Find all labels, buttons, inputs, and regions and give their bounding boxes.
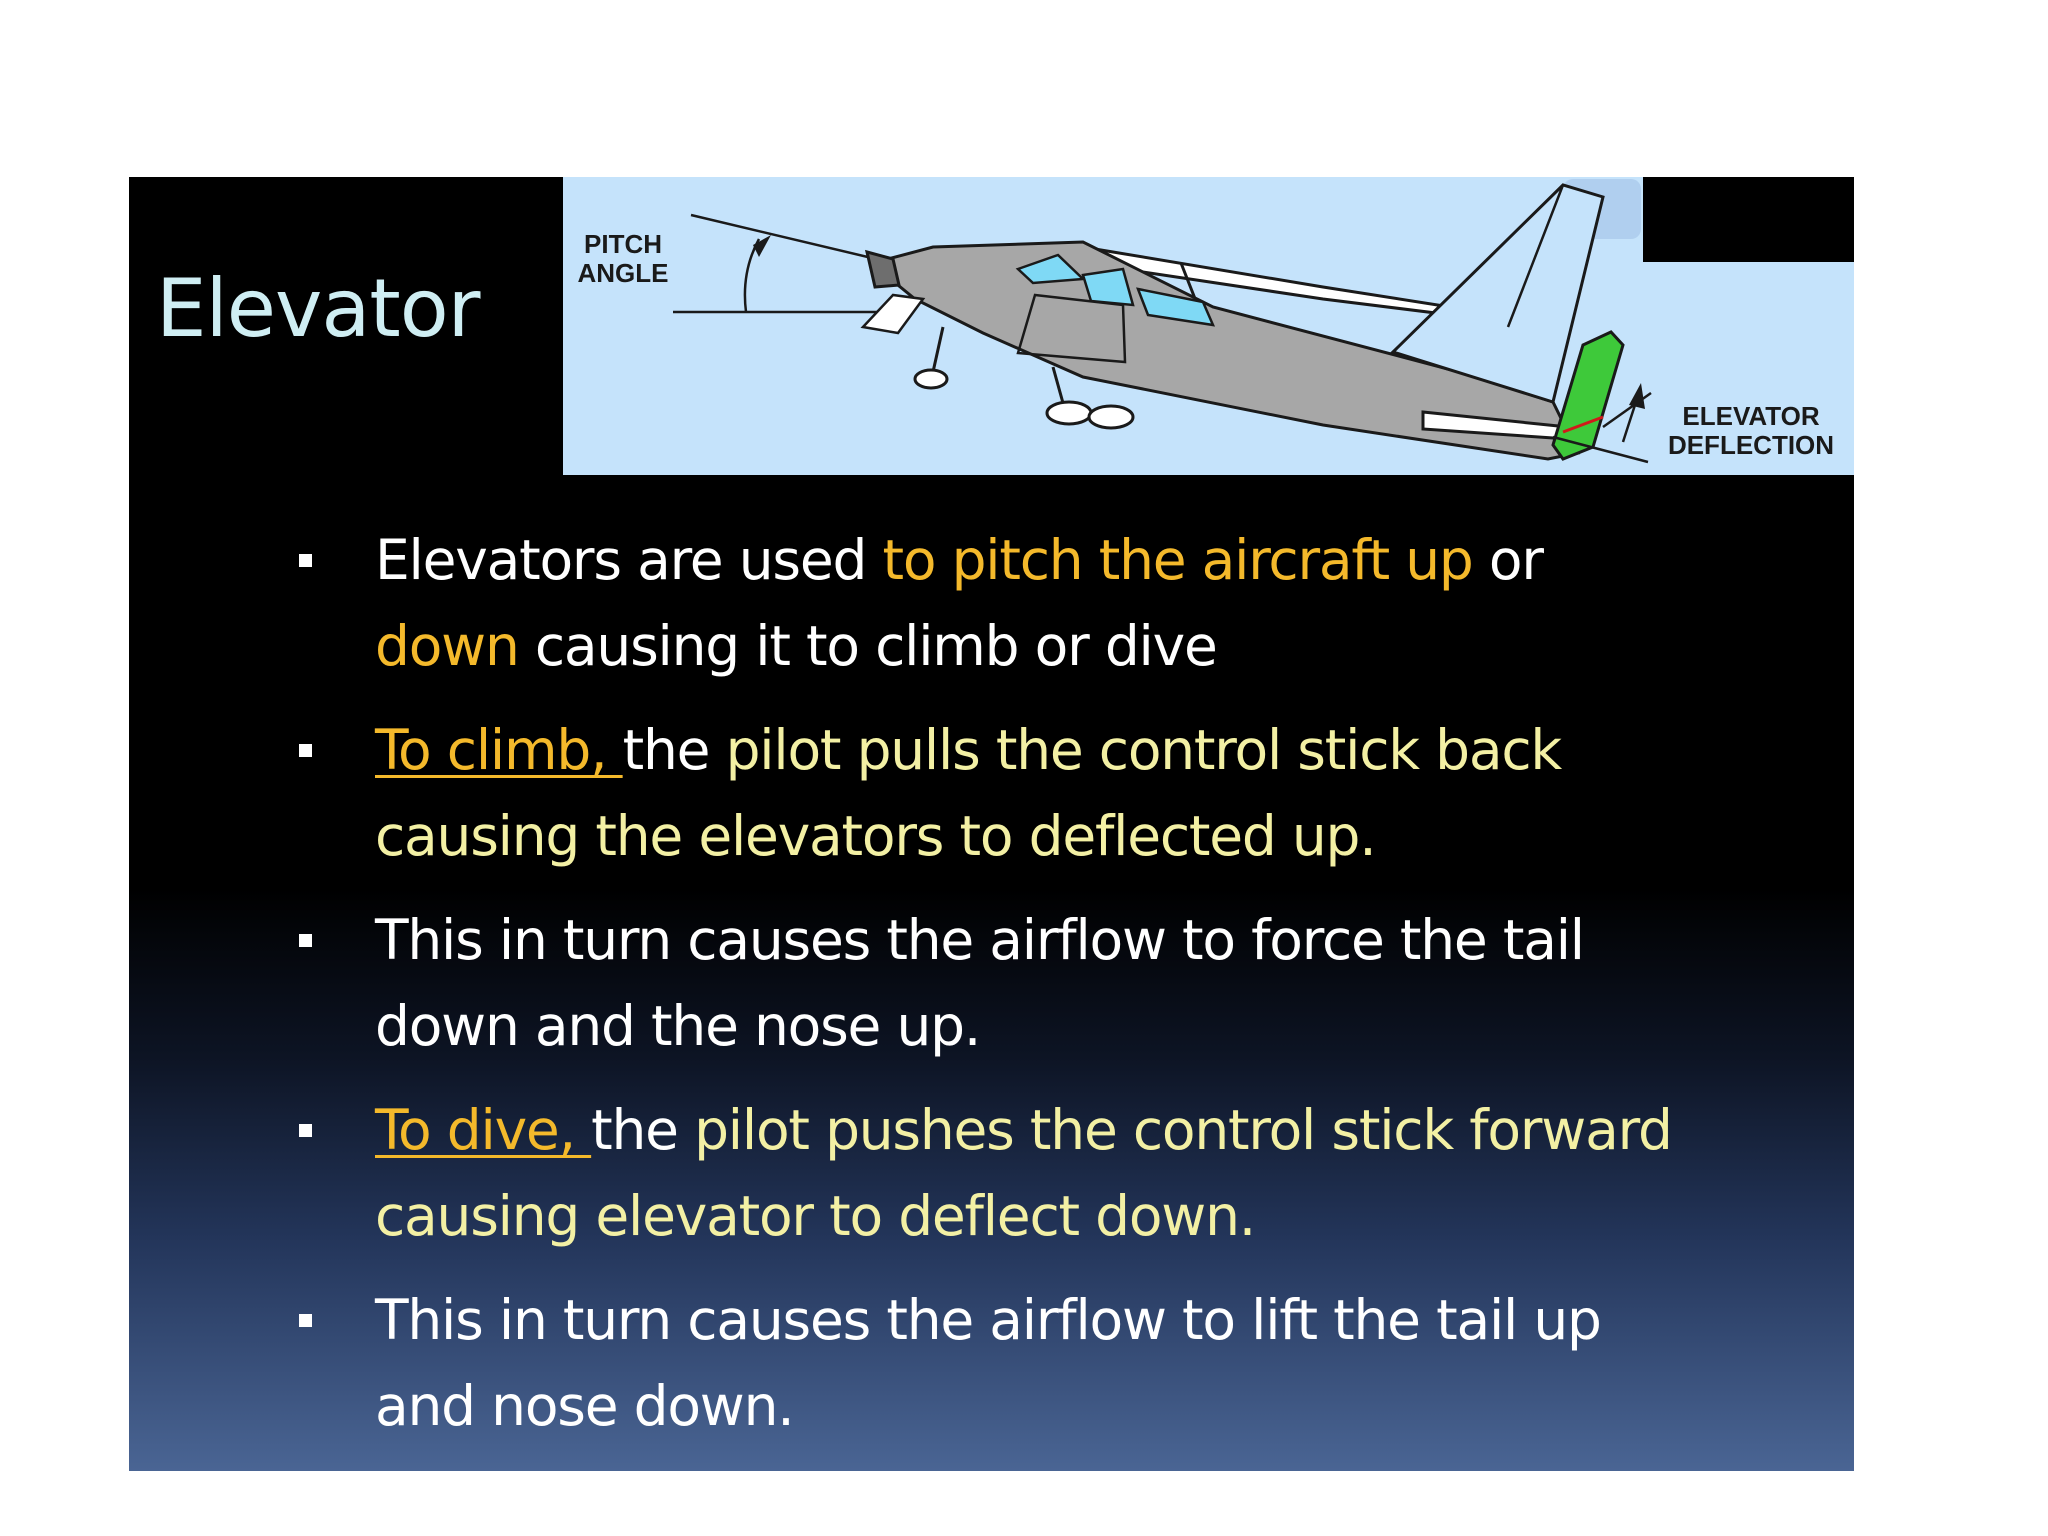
bullet-item: To climb, the pilot pulls the control st… <box>299 707 1819 879</box>
bullet-line: To climb, the pilot pulls the control st… <box>375 707 1819 793</box>
airplane-diagram-icon <box>563 177 1854 475</box>
square-bullet-icon <box>299 744 312 757</box>
bullet-line: To dive, the pilot pushes the control st… <box>375 1087 1819 1173</box>
bullet-text-segment: This in turn causes the airflow to force… <box>375 908 1585 972</box>
slide: Elevator <box>129 177 1854 1471</box>
elevator-label-line: ELEVATOR <box>1682 401 1820 431</box>
bullet-text-segment: This in turn causes the airflow to lift … <box>375 1288 1602 1352</box>
pitch-reference-line <box>690 213 894 265</box>
vertical-tail <box>1390 183 1605 404</box>
bullet-text-segment: Elevators are used <box>375 528 883 592</box>
propeller-spinner <box>864 249 901 289</box>
bullet-item: This in turn causes the airflow to force… <box>299 897 1819 1069</box>
bullet-text-segment: pilot pushes the control stick forward <box>694 1098 1673 1162</box>
bullet-text-segment: To dive, <box>375 1098 592 1162</box>
bullet-text-segment: down <box>375 614 520 678</box>
slide-title: Elevator <box>156 262 481 355</box>
door <box>1016 293 1127 364</box>
bullet-item: This in turn causes the airflow to lift … <box>299 1277 1819 1449</box>
bullet-line: This in turn causes the airflow to force… <box>375 897 1819 983</box>
bullet-list: Elevators are used to pitch the aircraft… <box>299 517 1819 1467</box>
window-rear <box>1136 287 1216 327</box>
pitch-label-line: PITCH <box>584 229 662 259</box>
bullet-line: Elevators are used to pitch the aircraft… <box>375 517 1819 603</box>
deflection-arrow-icon <box>1629 383 1645 409</box>
bullet-text-segment: To climb, <box>375 718 623 782</box>
bullet-text-segment: and nose down. <box>375 1374 795 1438</box>
window-middle <box>1081 267 1135 307</box>
bullet-text-segment: to pitch the aircraft up <box>882 528 1473 592</box>
bullet-text-segment: the <box>622 718 726 782</box>
bullet-text-segment: causing it to climb or dive <box>518 614 1218 678</box>
square-bullet-icon <box>299 934 312 947</box>
bullet-text-segment: down and the nose up. <box>375 994 981 1058</box>
angle-label-line: ANGLE <box>577 258 669 288</box>
bullet-text-segment: the <box>591 1098 695 1162</box>
elevator-hinge-line <box>1562 415 1604 434</box>
bullet-text-segment: or <box>1472 528 1544 592</box>
elevator-deflection-label: ELEVATOR DEFLECTION <box>1651 402 1851 460</box>
bullet-text-segment: causing the elevators to deflected up. <box>375 804 1377 868</box>
bullet-line: This in turn causes the airflow to lift … <box>375 1277 1819 1363</box>
lower-wing <box>860 293 926 335</box>
bullet-item: Elevators are used to pitch the aircraft… <box>299 517 1819 689</box>
bullet-line: causing elevator to deflect down. <box>375 1173 1819 1259</box>
bullet-line: and nose down. <box>375 1363 1819 1449</box>
bullet-item: To dive, the pilot pushes the control st… <box>299 1087 1819 1259</box>
square-bullet-icon <box>299 554 312 567</box>
pitch-arrow-icon <box>753 235 771 257</box>
bullet-text-segment: pilot pulls the control stick back <box>725 718 1563 782</box>
bullet-line: down and the nose up. <box>375 983 1819 1069</box>
pitch-angle-label: PITCH ANGLE <box>567 230 679 288</box>
airplane-elevator-diagram: PITCH ANGLE ELEVATOR DEFLECTION <box>563 177 1854 475</box>
square-bullet-icon <box>299 1124 312 1137</box>
square-bullet-icon <box>299 1314 312 1327</box>
deflection-label-line: DEFLECTION <box>1667 430 1835 460</box>
main-gear <box>1051 366 1065 404</box>
bullet-line: down causing it to climb or dive <box>375 603 1819 689</box>
nose-gear <box>931 326 945 373</box>
bullet-line: causing the elevators to deflected up. <box>375 793 1819 879</box>
bullet-text-segment: causing elevator to deflect down. <box>375 1184 1256 1248</box>
